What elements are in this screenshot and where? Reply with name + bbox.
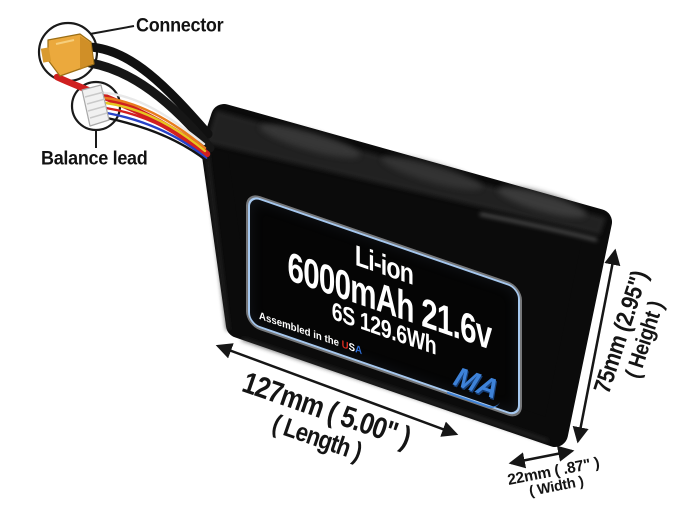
length-arrow <box>215 343 459 437</box>
balance-connector <box>81 84 110 127</box>
black-wire <box>83 42 213 139</box>
xt60-connector <box>40 33 95 77</box>
width-arrow <box>508 445 575 469</box>
black-wire <box>85 58 215 153</box>
dimension-arrows <box>215 248 621 469</box>
connector-callout-label: Connector <box>136 14 224 36</box>
height-arrow <box>572 248 621 444</box>
balance-lead-callout-label: Balance lead <box>41 147 148 169</box>
connector-pointer-line <box>89 25 135 35</box>
balance-wires <box>102 91 209 163</box>
